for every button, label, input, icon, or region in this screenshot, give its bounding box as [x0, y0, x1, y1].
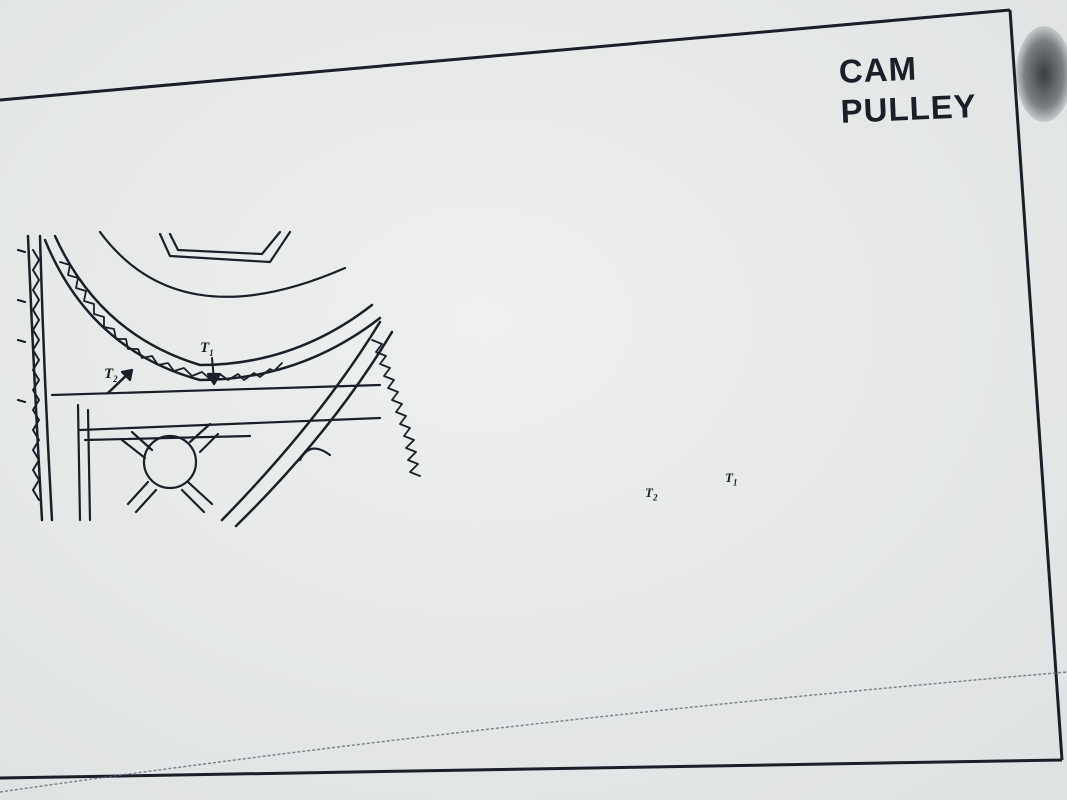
mark-t1-right: T1 [725, 470, 737, 488]
cam-pulley-label-line2: PULLEY [839, 87, 978, 130]
mark-t1-right-sub: 1 [732, 477, 738, 488]
mark-t2-left: T2 [104, 366, 118, 384]
mark-t2-right-sub: 2 [652, 492, 658, 503]
mark-t2-left-letter: T [104, 366, 114, 382]
mark-t2-right-letter: T [645, 485, 653, 500]
mark-t1-left: T1 [200, 340, 214, 358]
binder-hole [1016, 26, 1067, 122]
mark-t2-left-sub: 2 [113, 374, 118, 384]
figure-frame [0, 8, 1064, 780]
mark-t1-left-letter: T [200, 340, 210, 356]
cam-pulley-label-line1: CAM [838, 49, 918, 90]
stray-line [0, 671, 1067, 793]
detail-view-left [16, 230, 421, 528]
mark-t1-left-sub: 1 [209, 348, 214, 358]
cam-pulley-label: CAM PULLEY [838, 46, 978, 132]
mark-t1-right-letter: T [725, 470, 733, 485]
mark-t2-right: T2 [645, 485, 657, 503]
